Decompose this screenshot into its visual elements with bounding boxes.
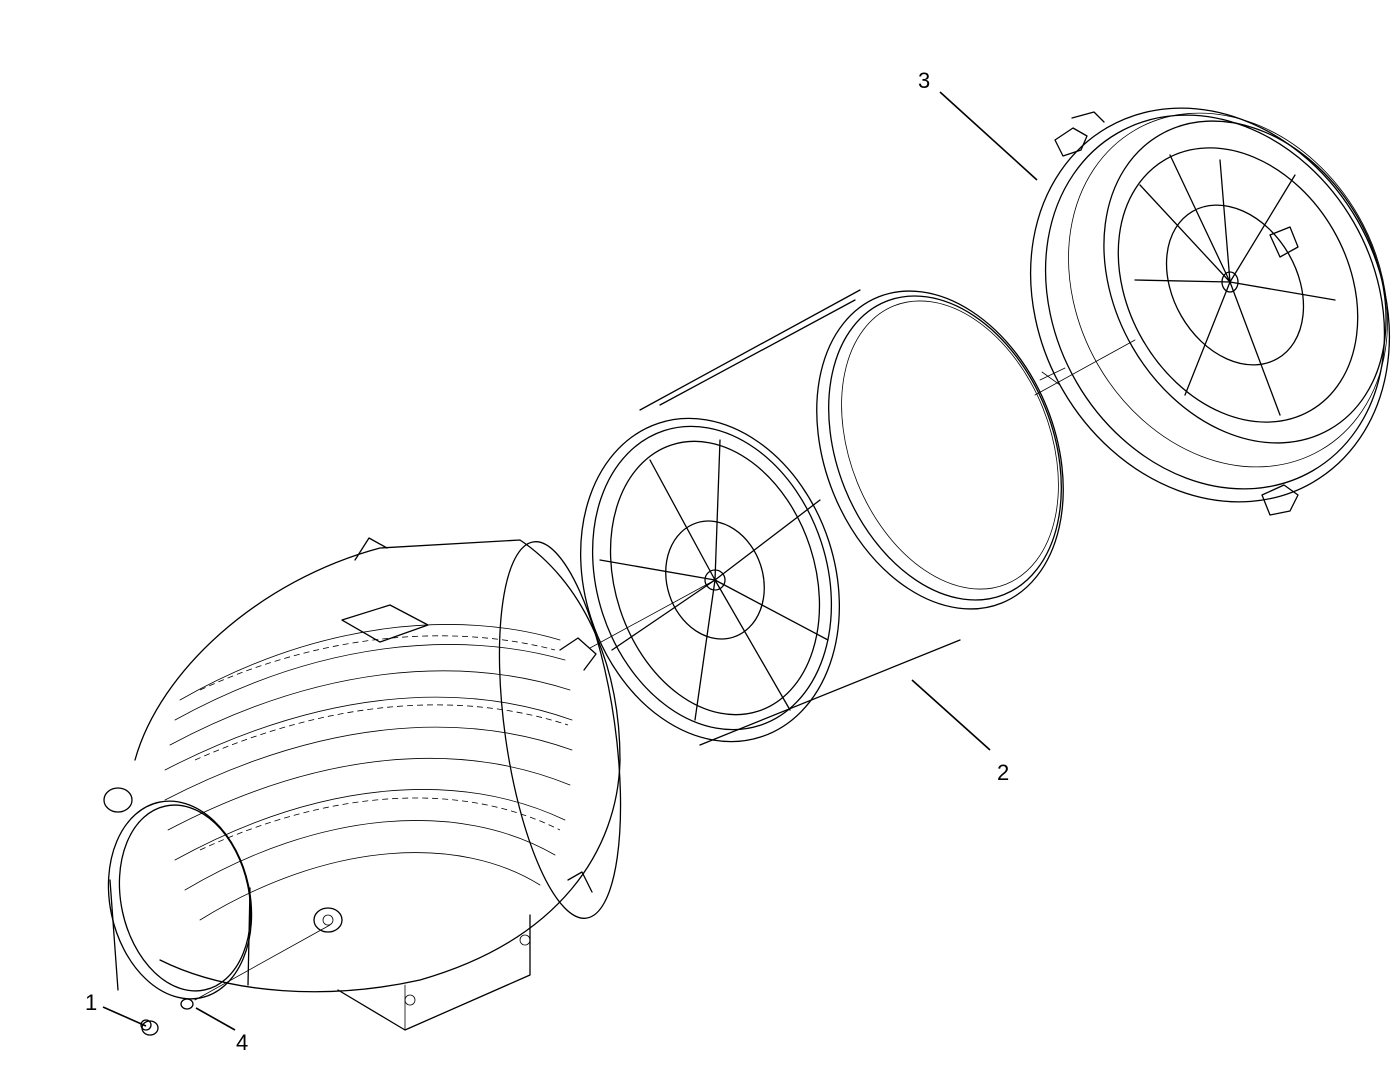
end-cap-clip-top	[1054, 127, 1088, 157]
end-cap-clip-bottom	[1261, 484, 1299, 516]
assembly-axis-lines	[194, 339, 1136, 1001]
housing-hidden-lines	[194, 635, 569, 851]
part-4-o-ring	[180, 998, 194, 1010]
callout-3: 3	[918, 68, 930, 93]
callout-2: 2	[997, 760, 1009, 785]
housing-tab-top	[354, 537, 388, 561]
housing-label-pad	[341, 604, 429, 643]
housing-tab-right	[559, 637, 597, 671]
part-2-filter-element	[579, 289, 1064, 746]
housing-ribs	[164, 624, 573, 921]
callout-1: 1	[85, 990, 97, 1015]
end-cap-latch	[1269, 226, 1299, 258]
leader-lines	[102, 91, 1038, 1031]
filter-front-spokes	[599, 439, 829, 721]
housing-tab-lower	[567, 871, 593, 893]
part-1-plug	[140, 1019, 159, 1036]
end-cap-clip-top-handle	[1071, 111, 1105, 123]
callout-4: 4	[236, 1030, 248, 1055]
air-cleaner-housing	[103, 537, 622, 1031]
housing-lug-bottom	[313, 907, 343, 933]
end-cap-spokes	[1134, 154, 1336, 416]
part-3-end-cap	[1029, 107, 1391, 516]
housing-lug-left	[103, 787, 133, 813]
housing-mount-block	[337, 914, 531, 1031]
